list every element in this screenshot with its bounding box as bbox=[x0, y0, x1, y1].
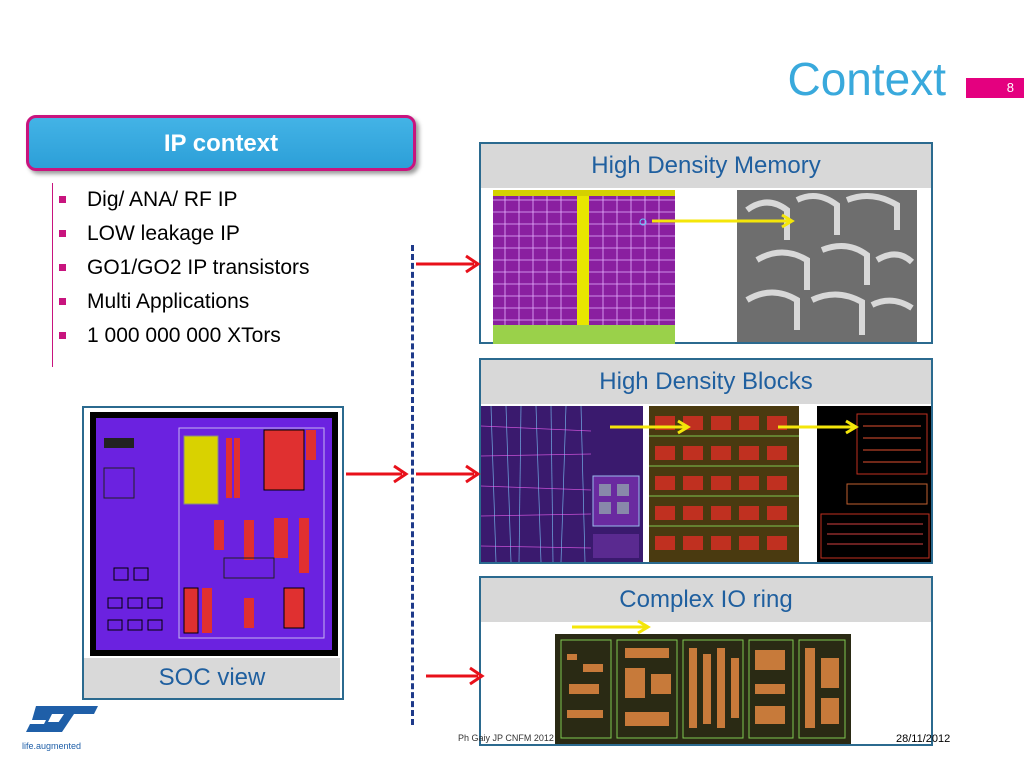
red-arrow-icon bbox=[426, 666, 485, 686]
red-arrow-icon bbox=[416, 464, 481, 484]
footer-date: 28/11/2012 bbox=[896, 733, 951, 745]
red-arrow-icon bbox=[416, 254, 481, 274]
ip-context-heading: IP context bbox=[26, 115, 416, 171]
io-panel: Complex IO ring bbox=[479, 576, 933, 746]
bullet-item: Multi Applications bbox=[59, 285, 393, 319]
bullet-item: GO1/GO2 IP transistors bbox=[59, 251, 393, 285]
yellow-arrow-icon bbox=[610, 419, 691, 435]
memory-layout-image bbox=[493, 190, 675, 344]
st-logo: life.augmented bbox=[22, 702, 112, 752]
st-logo-icon bbox=[26, 706, 98, 732]
bullet-item: LOW leakage IP bbox=[59, 217, 393, 251]
st-tagline: life.augmented bbox=[22, 741, 82, 751]
soc-view-frame bbox=[82, 406, 344, 700]
memory-panel-title: High Density Memory bbox=[481, 144, 931, 188]
blocks-layout-image-2 bbox=[649, 406, 799, 562]
ip-context-bullets: Dig/ ANA/ RF IP LOW leakage IP GO1/GO2 I… bbox=[52, 183, 393, 367]
blocks-layout-image-1 bbox=[481, 406, 643, 562]
red-arrow-icon bbox=[346, 464, 409, 484]
bullet-item: 1 000 000 000 XTors bbox=[59, 319, 393, 353]
blocks-panel: High Density Blocks bbox=[479, 358, 933, 564]
bullet-item: Dig/ ANA/ RF IP bbox=[59, 183, 393, 217]
memory-sem-image bbox=[737, 190, 917, 342]
footer-author: Ph Gaiy JP CNFM 2012 bbox=[458, 733, 554, 743]
io-ring-layout-image bbox=[555, 634, 851, 744]
page-number: 8 bbox=[966, 78, 1024, 98]
blocks-layout-image-3 bbox=[817, 406, 931, 562]
slide-title: Context bbox=[787, 53, 946, 105]
dashed-divider bbox=[411, 245, 414, 725]
memory-panel: High Density Memory bbox=[479, 142, 933, 344]
yellow-arrow-icon bbox=[652, 213, 795, 229]
io-panel-title: Complex IO ring bbox=[481, 578, 931, 622]
yellow-arrow-icon bbox=[778, 419, 859, 435]
yellow-arrow-icon bbox=[572, 619, 651, 635]
soc-layout-image bbox=[90, 412, 338, 656]
soc-view-label: SOC view bbox=[84, 658, 340, 698]
blocks-panel-title: High Density Blocks bbox=[481, 360, 931, 404]
